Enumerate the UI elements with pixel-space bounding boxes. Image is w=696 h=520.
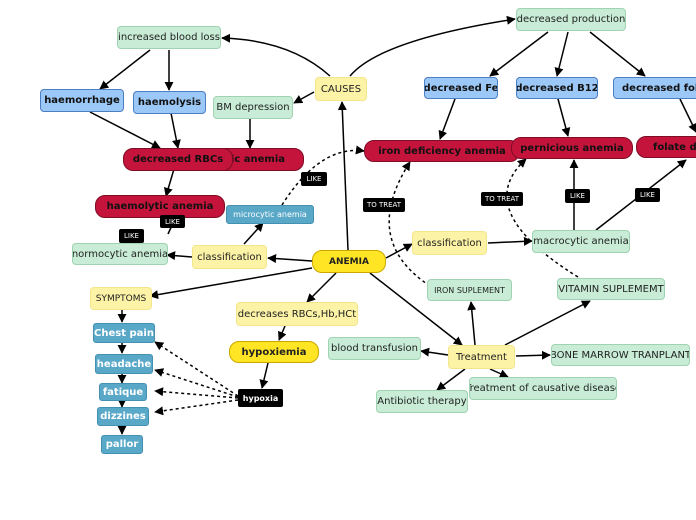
node-hypoxia[interactable]: hypoxia [238, 389, 283, 407]
node-decreased-b12[interactable]: decreased B12 [516, 77, 598, 99]
node-blood-transfusion[interactable]: blood transfusion [328, 337, 421, 360]
node-symptoms[interactable]: SYMPTOMS [90, 287, 152, 310]
node-iron-deficiency-anemia[interactable]: iron deficiency anemia [364, 140, 520, 162]
node-bone-marrow-transplant[interactable]: BONE MARROW TRANPLANT [551, 344, 690, 366]
node-pallor[interactable]: pallor [101, 435, 143, 454]
node-headache[interactable]: headache [95, 354, 153, 374]
node-chest-pain[interactable]: Chest pain [93, 323, 155, 343]
node-bm-depression[interactable]: BM depression [213, 96, 293, 119]
node-classification-left[interactable]: classification [192, 245, 267, 269]
node-dizziness[interactable]: dizzines [97, 407, 149, 426]
node-antibiotic-therapy[interactable]: Antibiotic therapy [376, 390, 468, 413]
node-normocytic-anemia[interactable]: normocytic anemia [72, 243, 168, 265]
node-decreased-rbcs[interactable]: decreased RBCs [123, 148, 233, 171]
link-label-like-microcytic: LIKE [301, 172, 327, 186]
node-decreased-fe[interactable]: decreased Fe [424, 77, 498, 99]
node-increased-blood-loss[interactable]: increased blood loss [117, 26, 221, 49]
link-label-like-haemolytic: LIKE [160, 215, 185, 228]
link-label-like-pernicious: LIKE [565, 189, 590, 203]
node-treatment[interactable]: Treatment [448, 345, 515, 369]
node-hypoxiemia[interactable]: hypoxiemia [229, 341, 319, 363]
link-label-to-treat-vitamin: TO TREAT [481, 192, 523, 206]
node-anemia-center[interactable]: ANEMIA [312, 250, 386, 273]
node-microcytic-anemia[interactable]: microcytic anemia [226, 205, 314, 224]
node-haemolysis[interactable]: haemolysis [133, 91, 206, 114]
node-vitamin-supplement[interactable]: VITAMIN SUPLEMEMT [557, 278, 665, 300]
node-treatment-of-causative-disease[interactable]: Treatment of causative disease [469, 377, 617, 400]
node-pernicious-anemia[interactable]: pernicious anemia [511, 137, 633, 159]
link-label-like-normocytic: LIKE [119, 229, 144, 243]
node-iron-supplement[interactable]: IRON SUPLEMENT [427, 279, 512, 301]
node-haemorrhage[interactable]: haemorrhage [40, 89, 124, 112]
node-classification-right[interactable]: classification [412, 231, 487, 255]
node-macrocytic-anemia[interactable]: macrocytic anemia [532, 230, 630, 253]
node-fatigue[interactable]: fatique [99, 383, 147, 401]
node-decreases-rbcs-hb-hct[interactable]: decreases RBCs,Hb,HCt [236, 302, 358, 326]
node-decreased-production[interactable]: decreased production [516, 8, 626, 31]
node-causes[interactable]: CAUSES [315, 77, 367, 101]
link-label-to-treat-iron: TO TREAT [363, 198, 405, 212]
link-label-like-folate: LIKE [635, 188, 660, 202]
node-folate-deficiency-anemia[interactable]: folate deficiency anemia [636, 136, 696, 158]
node-decreased-folic[interactable]: decreased folic acid [613, 77, 696, 99]
